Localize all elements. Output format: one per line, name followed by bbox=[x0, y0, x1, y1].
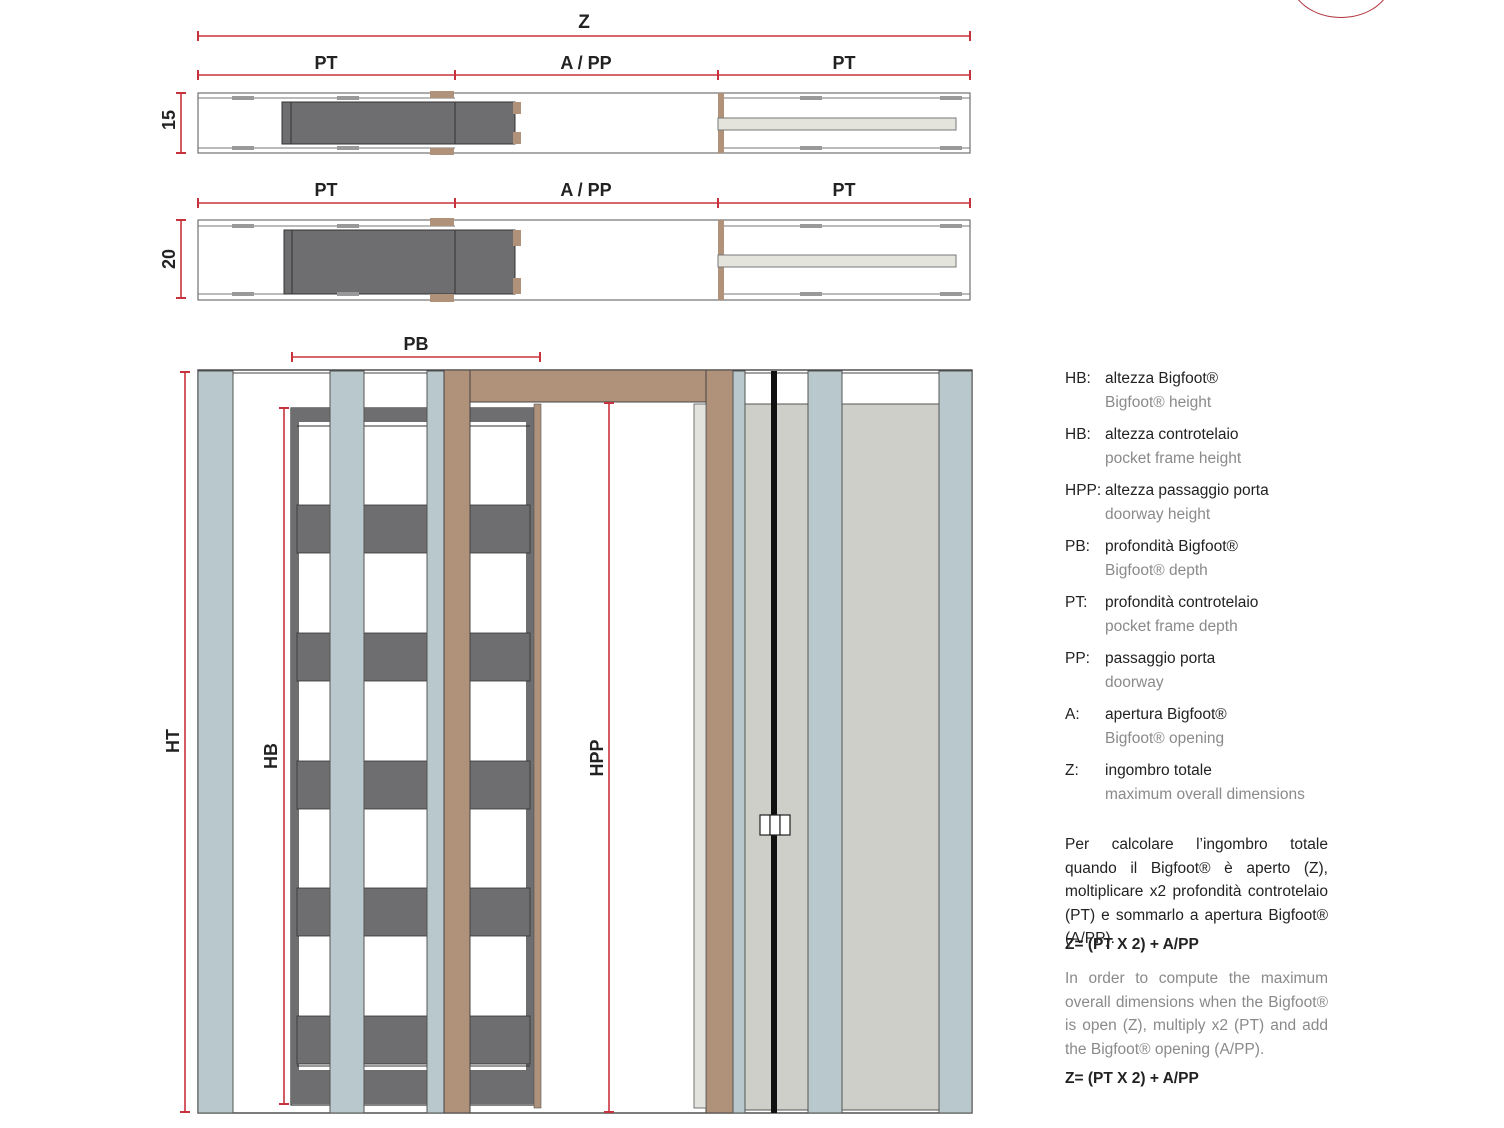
legend-it: altezza Bigfoot® bbox=[1105, 370, 1219, 387]
legend-item: PB: profondità Bigfoot® Bigfoot® depth bbox=[1065, 535, 1330, 582]
legend-it: altezza passaggio porta bbox=[1105, 482, 1269, 499]
legend-item: PT: profondità controtelaio pocket frame … bbox=[1065, 591, 1330, 638]
legend-item: HB: altezza Bigfoot® Bigfoot® height bbox=[1065, 367, 1330, 414]
legend-it: ingombro totale bbox=[1105, 762, 1212, 779]
legend-en: Bigfoot® height bbox=[1105, 393, 1212, 411]
legend: HB: altezza Bigfoot® Bigfoot® height HB: … bbox=[1065, 367, 1330, 815]
dimension-z: Z bbox=[197, 12, 971, 41]
pocket-frame-diagram: Z PT A / PP PT 15 bbox=[159, 12, 973, 1114]
legend-key: HB: bbox=[1065, 370, 1091, 387]
legend-en: doorway bbox=[1105, 673, 1164, 691]
label-ht: HT bbox=[163, 729, 183, 753]
label-pb: PB bbox=[403, 334, 428, 354]
legend-en: pocket frame height bbox=[1105, 449, 1242, 467]
legend-it: passaggio porta bbox=[1105, 650, 1216, 667]
dimension-pb: PB bbox=[291, 334, 541, 362]
dimension-row-2: PT A / PP PT bbox=[197, 180, 971, 208]
legend-en: Bigfoot® depth bbox=[1105, 561, 1208, 579]
label-a-pp: A / PP bbox=[560, 53, 611, 73]
legend-item: HPP: altezza passaggio porta doorway heig… bbox=[1065, 479, 1330, 526]
legend-en: doorway height bbox=[1105, 505, 1211, 523]
legend-item: Z: ingombro totale maximum overall dimens… bbox=[1065, 759, 1330, 806]
legend-it: profondità controtelaio bbox=[1105, 594, 1259, 611]
label-pt-left: PT bbox=[314, 53, 337, 73]
formula-english: Z= (PT X 2) + A/PP bbox=[1065, 1070, 1199, 1087]
legend-en: Bigfoot® opening bbox=[1105, 729, 1225, 747]
legend-key: Z: bbox=[1065, 762, 1079, 779]
label-hpp: HPP bbox=[587, 739, 607, 776]
instruction-text-italian: Per calcolare l’ingombro totale quando i… bbox=[1065, 836, 1328, 947]
label-a-pp-2: A / PP bbox=[560, 180, 611, 200]
dimension-hb: HB bbox=[261, 407, 289, 1105]
legend-key: PB: bbox=[1065, 538, 1090, 555]
legend-item: HB: altezza controtelaio pocket frame hei… bbox=[1065, 423, 1330, 470]
legend-key: A: bbox=[1065, 706, 1080, 723]
legend-key: HPP: bbox=[1065, 482, 1102, 499]
legend-it: profondità Bigfoot® bbox=[1105, 538, 1238, 555]
label-z: Z bbox=[578, 12, 590, 33]
legend-en: maximum overall dimensions bbox=[1105, 785, 1305, 803]
legend-it: apertura Bigfoot® bbox=[1105, 706, 1227, 723]
formula-italian: Z= (PT X 2) + A/PP bbox=[1065, 936, 1199, 953]
label-hb: HB bbox=[261, 743, 281, 769]
dimension-hpp: HPP bbox=[587, 402, 614, 1113]
dimension-row-1: PT A / PP PT bbox=[197, 53, 971, 80]
legend-it: altezza controtelaio bbox=[1105, 426, 1239, 443]
legend-item: A: apertura Bigfoot® Bigfoot® opening bbox=[1065, 703, 1330, 750]
legend-key: PP: bbox=[1065, 650, 1090, 667]
label-pt-right: PT bbox=[832, 53, 855, 73]
legend-key: HB: bbox=[1065, 426, 1091, 443]
instruction-text-english: In order to compute the maximum overall … bbox=[1065, 970, 1328, 1058]
plan-view-15: 15 bbox=[159, 91, 971, 155]
plan-view-20: 20 bbox=[159, 218, 971, 302]
brand-logo-circle bbox=[1290, 0, 1392, 18]
legend-en: pocket frame depth bbox=[1105, 617, 1238, 635]
label-pt-right-2: PT bbox=[832, 180, 855, 200]
legend-item: PP: passaggio porta doorway bbox=[1065, 647, 1330, 694]
label-pt-left-2: PT bbox=[314, 180, 337, 200]
dimension-ht: HT bbox=[163, 371, 190, 1113]
label-wall-15: 15 bbox=[159, 110, 179, 130]
legend-key: PT: bbox=[1065, 594, 1088, 611]
front-elevation bbox=[197, 369, 973, 1114]
label-wall-20: 20 bbox=[159, 249, 179, 269]
